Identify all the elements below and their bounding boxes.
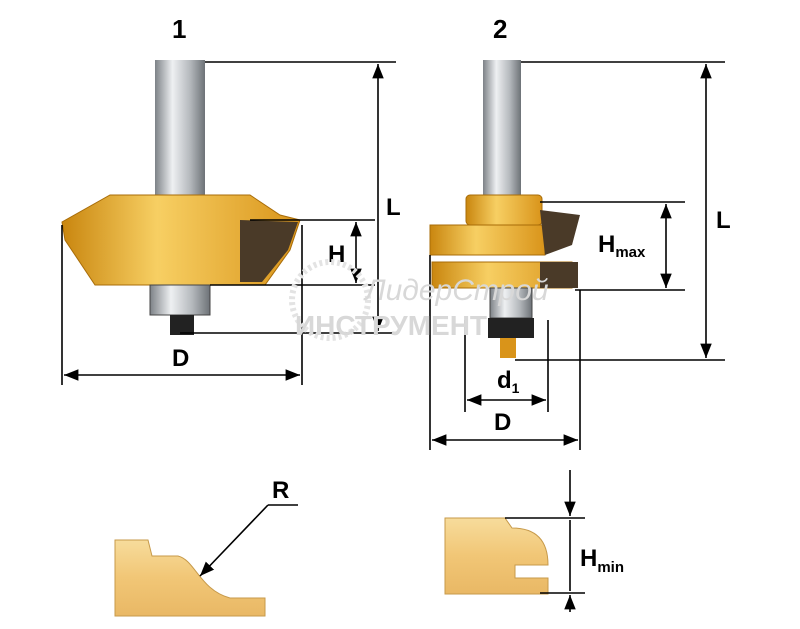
bit-1-bearing bbox=[149, 284, 211, 316]
bit-2-label-L: L bbox=[716, 207, 731, 234]
bit-1-label-H: H bbox=[328, 241, 345, 268]
watermark-script: ЛидерСтрой bbox=[363, 274, 549, 307]
bit-2-thread bbox=[500, 338, 516, 358]
profile-1-label-R: R bbox=[272, 477, 289, 504]
profile-1-wood: R bbox=[114, 477, 298, 617]
bit-2-label-Hmax: Hmax bbox=[598, 231, 646, 261]
bit-1-shank bbox=[155, 60, 205, 200]
profile-2-wood: Hmin bbox=[444, 470, 624, 612]
bit-1-label-L: L bbox=[386, 194, 401, 221]
watermark-block: ИНСТРУМЕНТ bbox=[295, 310, 487, 341]
profile-1-shape bbox=[114, 539, 266, 617]
bit-2-upper-cutter bbox=[429, 224, 546, 256]
figure-1-number: 1 bbox=[172, 14, 186, 44]
profile-2-shape bbox=[444, 517, 549, 595]
bit-1-screw bbox=[170, 315, 194, 335]
router-bit-2 bbox=[429, 60, 580, 358]
bit-2-nut bbox=[488, 318, 534, 338]
router-bit-1 bbox=[61, 60, 301, 335]
bit-2-label-d1: d1 bbox=[497, 367, 520, 396]
profile-2-label-Hmin: Hmin bbox=[580, 545, 624, 576]
bit-2-label-D: D bbox=[494, 409, 511, 436]
bit-2-bearing bbox=[489, 287, 533, 319]
bit-2-shank bbox=[483, 60, 521, 200]
bit-2-lower-carbide bbox=[540, 262, 578, 288]
figure-2-number: 2 bbox=[493, 14, 507, 44]
watermark: ЛидерСтрой ИНСТРУМЕНТ bbox=[289, 259, 549, 341]
bit-1-carbide-tip bbox=[240, 220, 298, 282]
bit-2-dimensions: 2 L Hmax d1 D bbox=[429, 14, 731, 450]
bit-2-upper-carbide bbox=[540, 210, 580, 255]
bit-1-label-D: D bbox=[172, 345, 189, 372]
bit-2-collar bbox=[465, 194, 543, 226]
